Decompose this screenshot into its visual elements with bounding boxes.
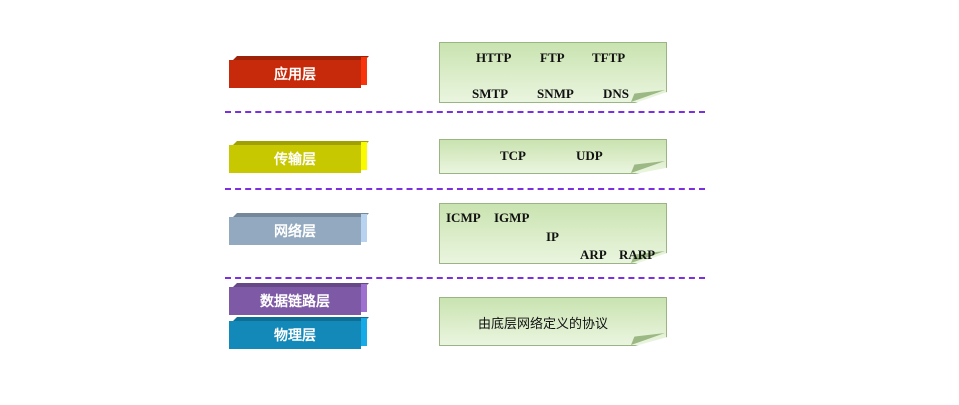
transport-protocols-box (439, 139, 667, 174)
protocol: IP (546, 229, 559, 244)
layer-network: 网络层 (229, 217, 361, 245)
protocol: UDP (576, 148, 603, 163)
divider-line (225, 111, 705, 113)
layer-label: 网络层 (274, 224, 316, 240)
layer-datalink: 数据链路层 (229, 287, 361, 315)
lower-protocols-text: 由底层网络定义的协议 (478, 317, 609, 332)
lower-protocols-box (439, 297, 667, 346)
protocol: IGMP (494, 210, 530, 225)
network-protocols-box (439, 203, 667, 264)
protocol: SMTP (472, 86, 509, 101)
layer-label: 应用层 (274, 67, 316, 83)
layer-transport: 传输层 (229, 145, 361, 173)
layer-application: 应用层 (229, 60, 361, 88)
protocol: RARP (619, 247, 656, 262)
protocol: SNMP (537, 86, 574, 101)
protocol: TCP (500, 148, 526, 163)
layer-label: 传输层 (274, 152, 316, 168)
divider-line (225, 188, 705, 190)
protocol: FTP (540, 50, 565, 65)
protocol: DNS (603, 86, 630, 101)
protocol: ICMP (446, 210, 481, 225)
divider-line (225, 277, 705, 279)
layer-physical: 物理层 (229, 321, 361, 349)
protocol: HTTP (476, 50, 512, 65)
layer-label: 数据链路层 (260, 294, 330, 310)
protocol: TFTP (592, 50, 626, 65)
layer-label: 物理层 (274, 328, 316, 344)
protocol: ARP (580, 247, 607, 262)
application-protocols-box (439, 42, 667, 103)
